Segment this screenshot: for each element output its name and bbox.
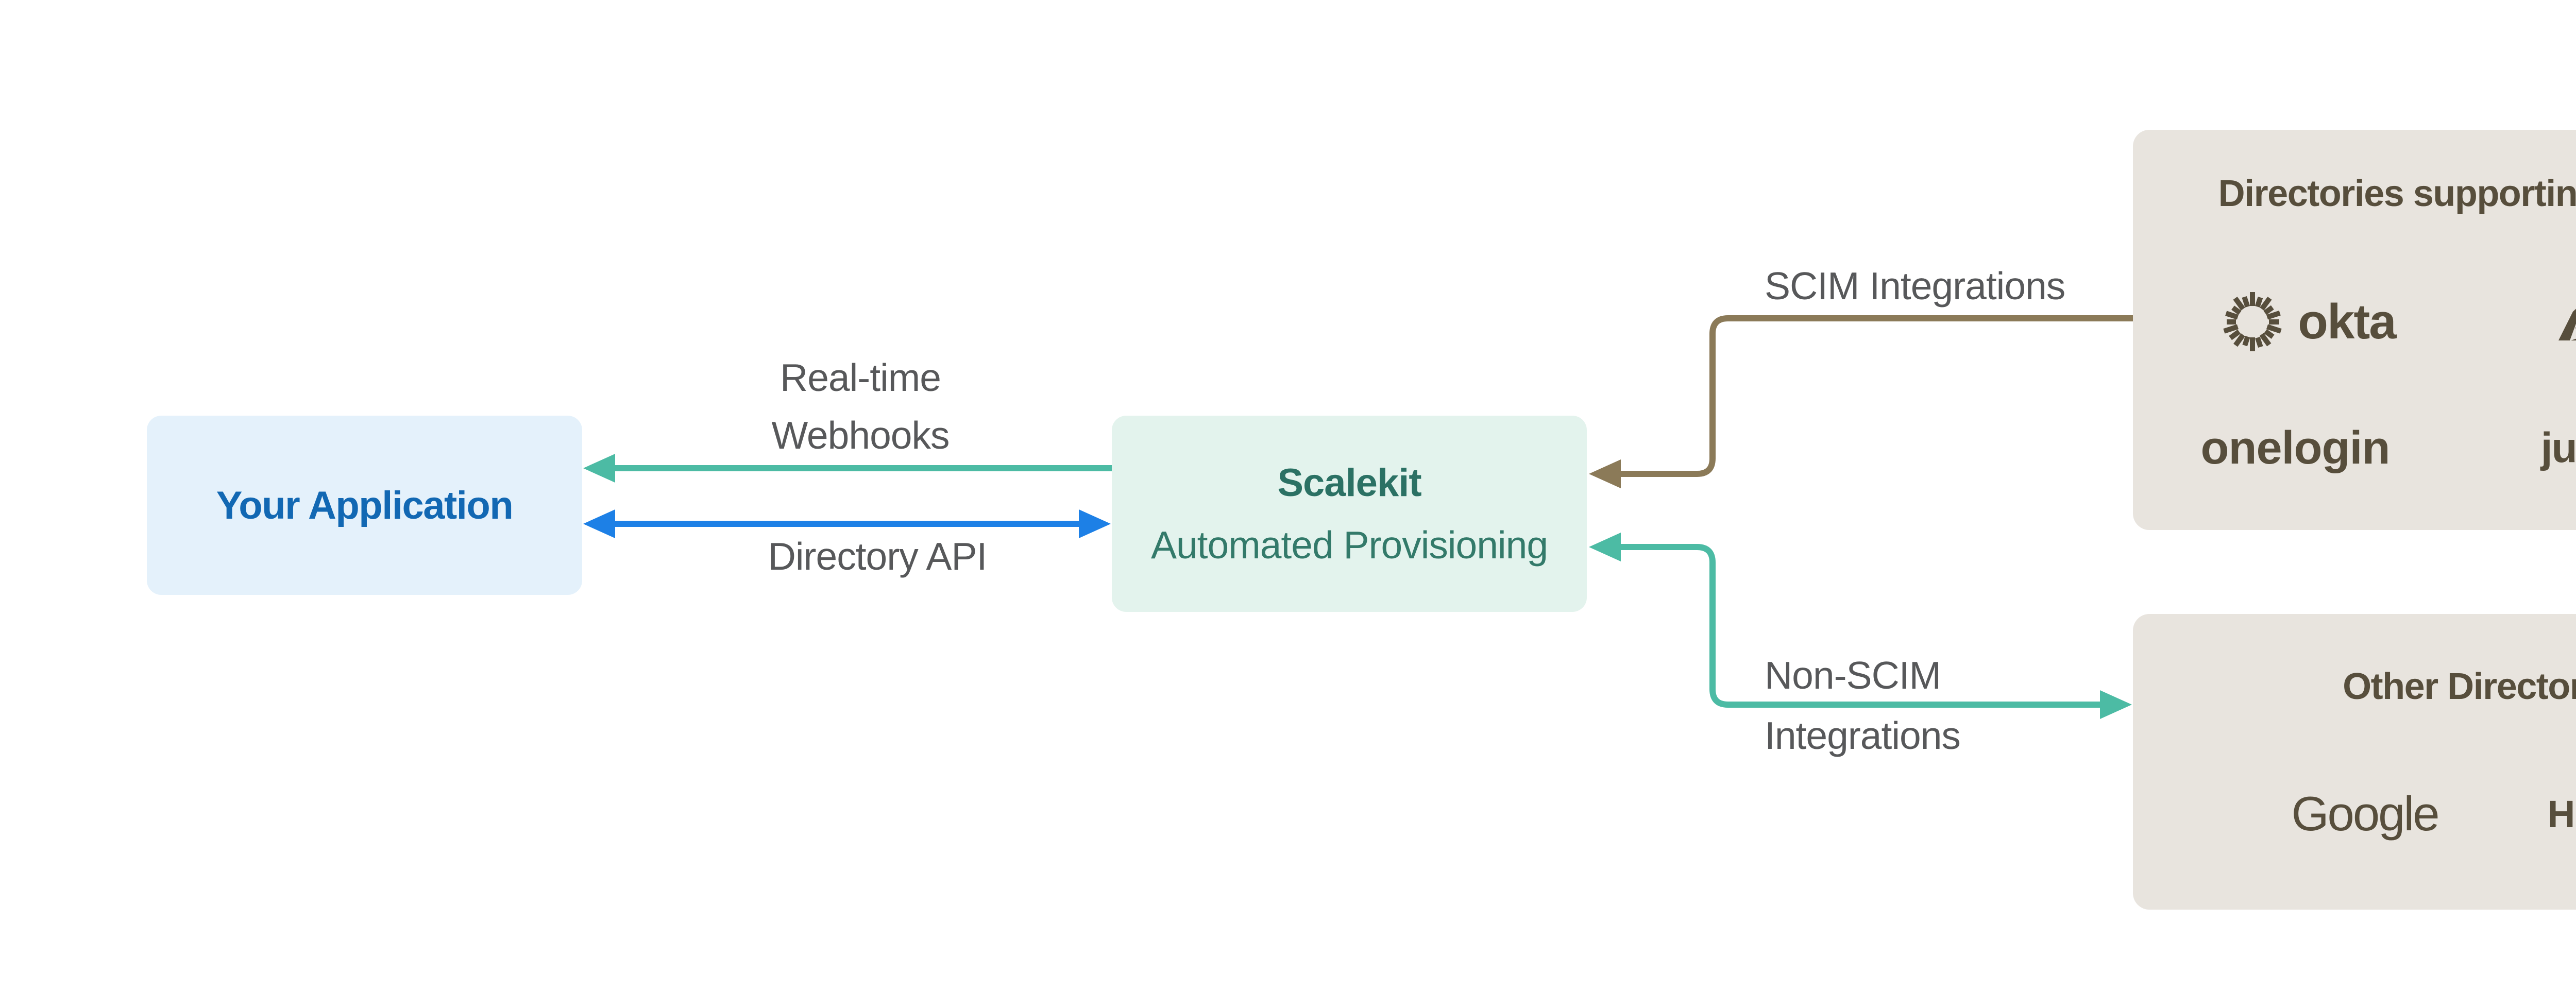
scalekit-node: Scalekit Automated Provisioning <box>1112 416 1587 612</box>
directory-api-right-arrowhead-icon <box>1079 509 1111 538</box>
okta-logo: okta <box>2210 286 2406 358</box>
your-application-label: Your Application <box>216 483 514 527</box>
jumpcloud-logo: jumpcloud ™ <box>2541 417 2576 479</box>
webhooks-edge-label-line2: Webhooks <box>771 414 950 457</box>
other-directories-node: Other Directories Google HRMS/HRIS <box>2133 614 2576 910</box>
webhooks-arrowhead-icon <box>583 454 615 483</box>
non-scim-left-arrowhead-icon <box>1589 533 1621 561</box>
scim-arrowhead-icon <box>1589 459 1621 488</box>
non-scim-arrow-line <box>1619 544 2102 708</box>
webhooks-edge-label-line1: Real-time <box>780 356 941 399</box>
scalekit-title: Scalekit <box>1277 460 1421 505</box>
non-scim-edge-label-line1: Non-SCIM <box>1765 654 1941 697</box>
non-scim-integrations-edge-label: Non-SCIM Integrations <box>1765 645 2228 766</box>
directory-api-left-arrowhead-icon <box>583 509 615 538</box>
scim-directories-title: Directories supporting SCIM 2.0 <box>2218 173 2576 214</box>
okta-sunburst-icon <box>2223 292 2282 351</box>
webhooks-edge-label: Real-time Webhooks <box>654 349 1066 464</box>
non-scim-edge-label-line2: Integrations <box>1765 714 1961 757</box>
hrms-hris-label: HRMS/HRIS <box>2547 792 2576 835</box>
directory-api-edge-label: Directory API <box>768 535 988 578</box>
onelogin-wordmark: onelogin <box>2200 422 2391 474</box>
okta-wordmark: okta <box>2298 294 2396 349</box>
scim-directories-node: Directories supporting SCIM 2.0 <box>2133 130 2576 530</box>
scim-arrow-line <box>1619 315 2133 477</box>
hrms-hris-label-group: HRMS/HRIS <box>2547 785 2576 842</box>
your-application-node: Your Application <box>147 416 582 595</box>
onelogin-logo: onelogin <box>2197 415 2393 482</box>
google-wordmark: Google <box>2291 787 2439 841</box>
scalekit-subtitle: Automated Provisioning <box>1150 523 1548 567</box>
other-directories-title: Other Directories <box>2343 666 2576 707</box>
scim-integrations-edge-label: SCIM Integrations <box>1765 264 2065 307</box>
google-logo: Google <box>2262 783 2468 845</box>
azure-logo: Azure <box>2545 286 2576 358</box>
non-scim-right-arrowhead-icon <box>2100 690 2132 719</box>
jumpcloud-wordmark: jumpcloud <box>2540 424 2576 471</box>
azure-triangle-icon <box>2558 309 2576 340</box>
